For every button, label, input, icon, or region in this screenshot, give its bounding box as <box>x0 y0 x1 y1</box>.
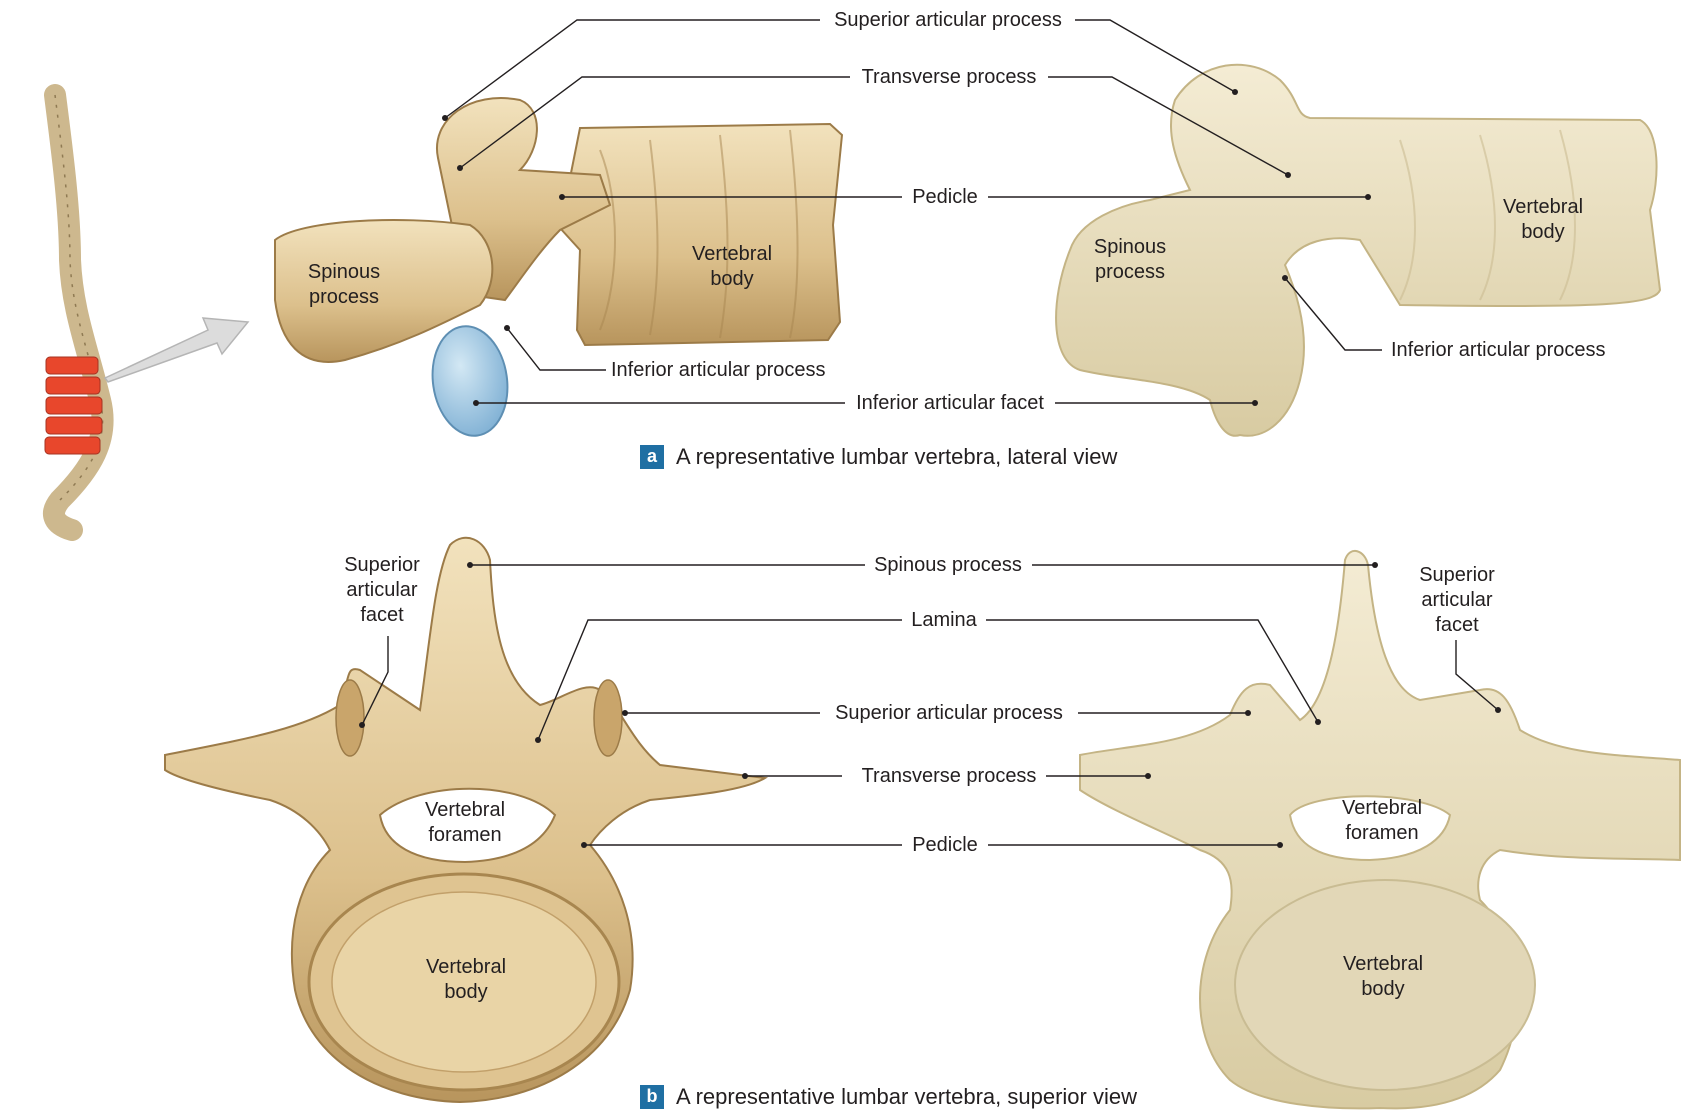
caption-a: a A representative lumbar vertebra, late… <box>640 444 1117 470</box>
label-superior-articular-facet-b-photo: Superior articular facet <box>1419 563 1495 638</box>
pointer-arrow-icon <box>105 318 248 382</box>
label-pedicle-b: Pedicle <box>907 833 983 857</box>
label-vertebral-foramen-b: Vertebral foramen <box>425 798 505 848</box>
label-vertebral-body-a: Vertebral body <box>692 242 772 292</box>
lumbar-vertebrae-highlight <box>45 357 102 454</box>
label-spinous-process-a-photo: Spinous process <box>1094 235 1166 285</box>
caption-b: b A representative lumbar vertebra, supe… <box>640 1084 1137 1110</box>
caption-text-b: A representative lumbar vertebra, superi… <box>676 1084 1137 1110</box>
label-pedicle-a: Pedicle <box>907 185 983 209</box>
label-superior-articular-process-a: Superior articular process <box>829 8 1067 32</box>
label-transverse-process-a: Transverse process <box>857 65 1042 89</box>
label-inferior-articular-process-a: Inferior articular process <box>606 358 831 382</box>
label-vertebral-foramen-b-photo: Vertebral foramen <box>1342 796 1422 846</box>
caption-badge-a: a <box>640 445 664 469</box>
label-vertebral-body-a-photo: Vertebral body <box>1503 195 1583 245</box>
caption-text-a: A representative lumbar vertebra, latera… <box>676 444 1117 470</box>
label-inferior-articular-process-a-photo: Inferior articular process <box>1386 338 1611 362</box>
label-superior-articular-process-b: Superior articular process <box>830 701 1068 725</box>
label-spinous-process-a: Spinous process <box>308 260 380 310</box>
label-lamina: Lamina <box>906 608 982 632</box>
spine-thumbnail <box>45 95 103 530</box>
label-inferior-articular-facet: Inferior articular facet <box>851 391 1049 415</box>
label-vertebral-body-b-photo: Vertebral body <box>1343 952 1423 1002</box>
caption-badge-b: b <box>640 1085 664 1109</box>
label-transverse-process-b: Transverse process <box>857 764 1042 788</box>
label-vertebral-body-b: Vertebral body <box>426 955 506 1005</box>
label-spinous-process-b: Spinous process <box>869 553 1027 577</box>
label-superior-articular-facet-b: Superior articular facet <box>344 553 420 628</box>
